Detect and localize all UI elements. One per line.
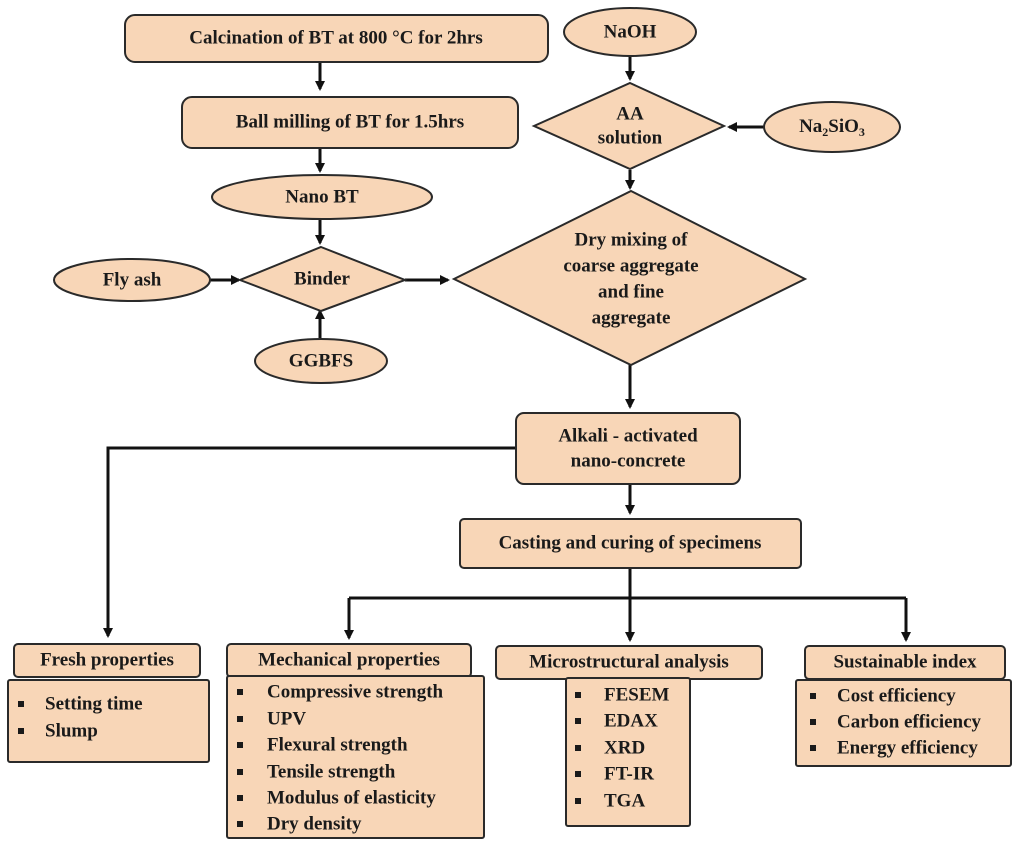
fresh-title-box: [13, 643, 201, 678]
dry-mixing-line-2: coarse aggregate: [563, 255, 698, 276]
na2sio3-mid: SiO: [828, 116, 859, 137]
na2sio3-sub-1: 2: [822, 125, 828, 139]
mechanical-bullet-6: [237, 821, 243, 827]
category-micro: Microstructural analysis FESEM EDAX XRD …: [495, 645, 763, 827]
connectors: [103, 56, 911, 642]
node-ggbfs: GGBFS: [254, 338, 388, 384]
micro-item-1: FESEM: [604, 684, 670, 705]
node-na2sio3: Na2SiO3: [763, 101, 901, 153]
nano-bt-label: Nano BT: [285, 186, 359, 207]
sustainable-bullet-3: [810, 745, 816, 751]
micro-bullet-5: [575, 798, 581, 804]
node-nano-bt: Nano BT: [211, 174, 433, 220]
alkali-box: [515, 412, 741, 485]
fresh-title: Fresh properties: [40, 649, 174, 670]
na2sio3-ellipse: [763, 101, 901, 153]
fly-ash-label: Fly ash: [103, 269, 162, 290]
na2sio3-base: Na: [799, 116, 823, 137]
node-fly-ash: Fly ash: [53, 258, 211, 302]
mechanical-item-1: Compressive strength: [267, 681, 444, 702]
node-casting: Casting and curing of specimens: [459, 518, 802, 569]
ball-milling-label: Ball milling of BT for 1.5hrs: [236, 111, 464, 132]
sustainable-item-2: Carbon efficiency: [837, 711, 982, 732]
mechanical-bullet-1: [237, 689, 243, 695]
micro-bullet-4: [575, 771, 581, 777]
micro-bullet-2: [575, 718, 581, 724]
dry-mixing-line-3: and fine: [598, 281, 664, 302]
dry-mixing-diamond: [451, 189, 808, 367]
ggbfs-label: GGBFS: [289, 350, 353, 371]
fresh-list-box: [7, 679, 210, 763]
naoh-ellipse: [563, 7, 697, 57]
fresh-item-2: Slump: [45, 720, 98, 741]
category-mechanical: Mechanical properties Compressive streng…: [226, 643, 485, 839]
micro-bullet-3: [575, 745, 581, 751]
micro-title: Microstructural analysis: [529, 651, 729, 672]
node-aa-solution: AA solution: [531, 81, 727, 171]
mechanical-bullet-4: [237, 769, 243, 775]
mechanical-item-2: UPV: [267, 708, 306, 729]
mechanical-item-6: Dry density: [267, 813, 362, 834]
sustainable-item-1: Cost efficiency: [837, 685, 956, 706]
mechanical-title: Mechanical properties: [258, 649, 440, 670]
aa-solution-line-2: solution: [598, 127, 663, 148]
mechanical-bullet-3: [237, 742, 243, 748]
micro-item-5: TGA: [604, 790, 645, 811]
na2sio3-sub-2: 3: [859, 125, 865, 139]
casting-box: [459, 518, 802, 569]
node-ball-milling: Ball milling of BT for 1.5hrs: [181, 96, 519, 149]
nano-bt-ellipse: [211, 174, 433, 220]
node-calcination: Calcination of BT at 800 °C for 2hrs: [124, 14, 549, 63]
fly-ash-ellipse: [53, 258, 211, 302]
ggbfs-ellipse: [254, 338, 388, 384]
mechanical-list-box: [226, 675, 485, 839]
aa-solution-line-1: AA: [616, 103, 644, 124]
casting-label: Casting and curing of specimens: [499, 532, 762, 553]
micro-item-4: FT-IR: [604, 763, 654, 784]
naoh-label: NaOH: [604, 21, 657, 42]
mechanical-item-3: Flexural strength: [267, 734, 408, 755]
arrow-alkali-to-fresh: [103, 446, 516, 638]
alkali-line-2: nano-concrete: [571, 450, 686, 471]
dry-mixing-line-1: Dry mixing of: [575, 229, 689, 250]
fresh-bullet-2: [18, 728, 24, 734]
category-fresh: Fresh properties Setting time Slump: [7, 643, 210, 763]
binder-label: Binder: [294, 268, 351, 289]
mechanical-item-5: Modulus of elasticity: [267, 787, 436, 808]
sustainable-item-3: Energy efficiency: [837, 737, 978, 758]
sustainable-list-box: [795, 679, 1012, 767]
category-sustainable: Sustainable index Cost efficiency Carbon…: [795, 645, 1012, 767]
alkali-line-1: Alkali - activated: [558, 425, 698, 446]
calcination-label: Calcination of BT at 800 °C for 2hrs: [189, 27, 483, 48]
micro-bullet-1: [575, 692, 581, 698]
fresh-item-1: Setting time: [45, 693, 143, 714]
sustainable-bullet-2: [810, 719, 816, 725]
aa-solution-diamond: [531, 81, 727, 171]
micro-item-2: EDAX: [604, 710, 658, 731]
dry-mixing-line-4: aggregate: [592, 307, 671, 328]
calcination-box: [124, 14, 549, 63]
micro-list-box: [565, 677, 691, 827]
binder-diamond: [237, 245, 408, 313]
mechanical-item-4: Tensile strength: [267, 761, 396, 782]
sustainable-bullet-1: [810, 693, 816, 699]
node-alkali: Alkali - activated nano-concrete: [515, 412, 741, 485]
mechanical-bullet-5: [237, 795, 243, 801]
sustainable-title: Sustainable index: [833, 651, 977, 672]
na2sio3-label: Na2SiO3: [799, 116, 865, 138]
micro-item-3: XRD: [604, 737, 645, 758]
mechanical-bullet-2: [237, 716, 243, 722]
node-naoh: NaOH: [563, 7, 697, 57]
ball-milling-box: [181, 96, 519, 149]
node-dry-mixing: Dry mixing of coarse aggregate and fine …: [451, 189, 808, 367]
fresh-bullet-1: [18, 701, 24, 707]
node-binder: Binder: [237, 245, 408, 313]
